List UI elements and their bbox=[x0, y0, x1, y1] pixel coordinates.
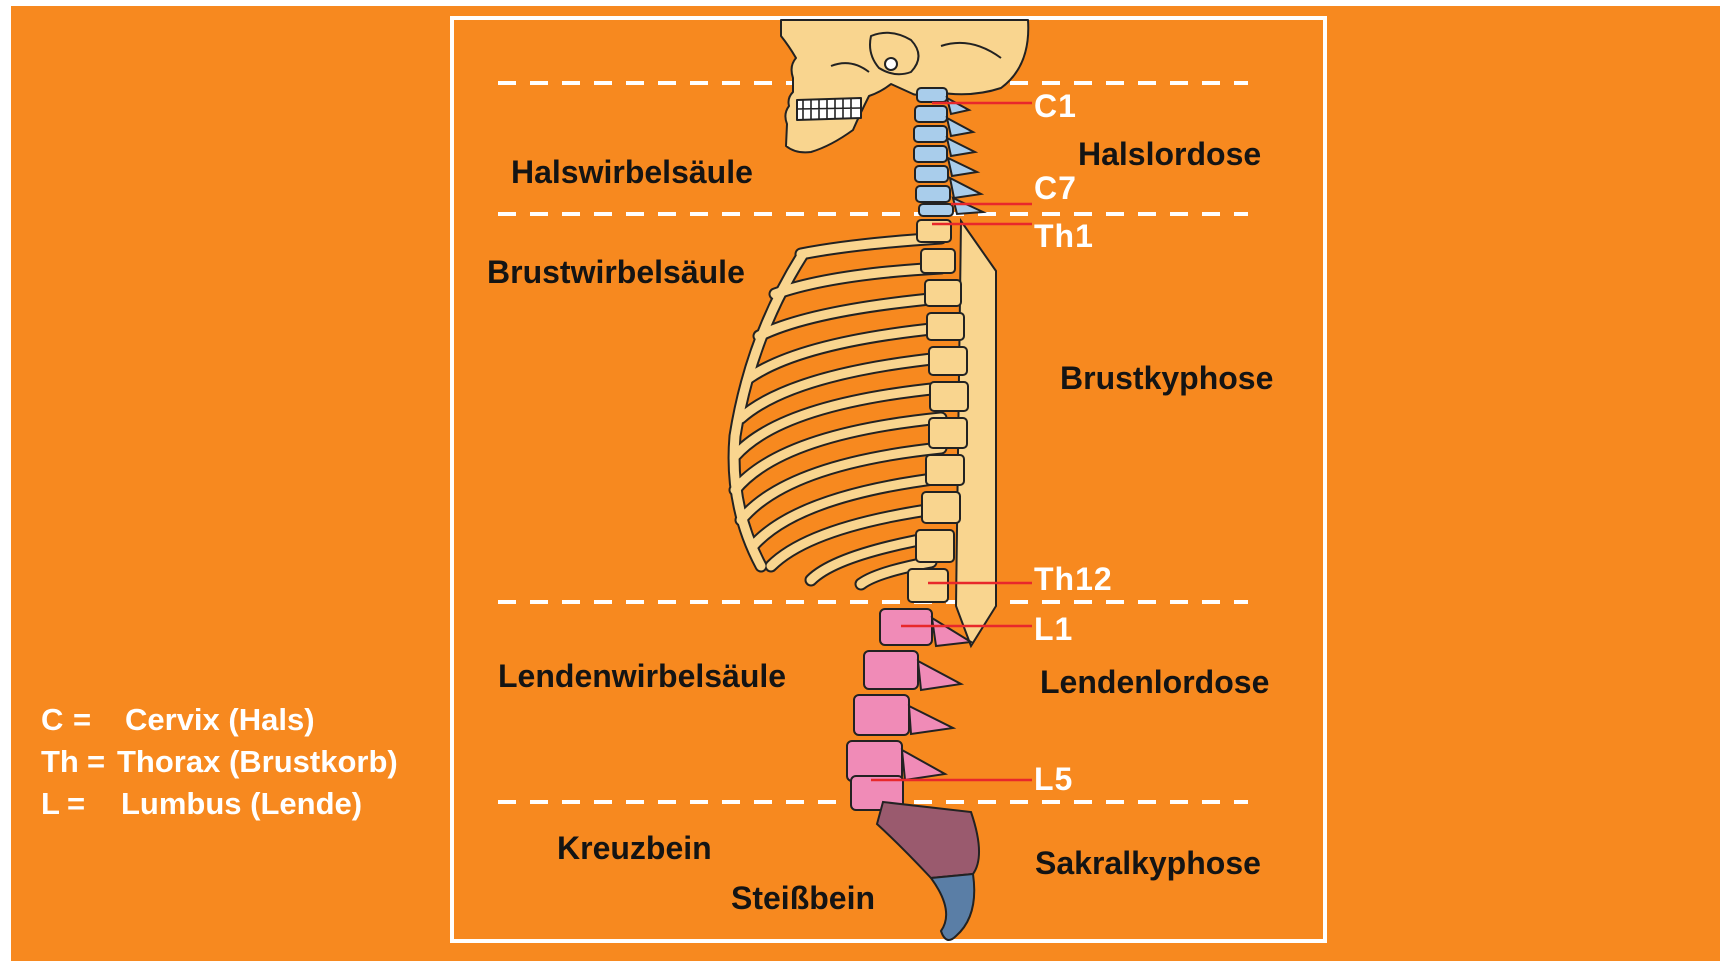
label-coccyx: Steißbein bbox=[731, 880, 875, 917]
legend-equals: = bbox=[87, 744, 117, 780]
legend-equals: = bbox=[67, 786, 107, 822]
rib-cage bbox=[734, 238, 941, 584]
legend-text: Lumbus (Lende) bbox=[121, 786, 362, 821]
label-th1: Th1 bbox=[1034, 218, 1094, 255]
sacrum bbox=[877, 802, 979, 878]
label-c1: C1 bbox=[1034, 88, 1077, 125]
label-sacral-kyphosis: Sakralkyphose bbox=[1035, 845, 1261, 882]
label-lumbar-spine: Lendenwirbelsäule bbox=[498, 658, 786, 695]
coccyx bbox=[931, 874, 974, 940]
label-thoracic-kyphosis: Brustkyphose bbox=[1060, 360, 1273, 397]
label-cervical-spine: Halswirbelsäule bbox=[511, 154, 753, 191]
cervical-vertebrae bbox=[914, 88, 983, 216]
slide-background: Halswirbelsäule Brustwirbelsäule Lendenw… bbox=[11, 6, 1720, 961]
legend: C=Cervix (Hals) Th=Thorax (Brustkorb) L=… bbox=[41, 702, 398, 822]
label-sacrum: Kreuzbein bbox=[557, 830, 712, 867]
label-th12: Th12 bbox=[1034, 561, 1113, 598]
label-l5: L5 bbox=[1034, 761, 1073, 798]
legend-row-lumbus: L=Lumbus (Lende) bbox=[41, 786, 398, 822]
label-c7: C7 bbox=[1034, 170, 1077, 207]
label-lumbar-lordosis: Lendenlordose bbox=[1040, 664, 1269, 701]
legend-equals: = bbox=[73, 702, 113, 738]
legend-row-cervix: C=Cervix (Hals) bbox=[41, 702, 398, 738]
legend-text: Cervix (Hals) bbox=[125, 702, 315, 737]
legend-row-thorax: Th=Thorax (Brustkorb) bbox=[41, 744, 398, 780]
label-l1: L1 bbox=[1034, 611, 1073, 648]
skull bbox=[781, 20, 1028, 152]
legend-text: Thorax (Brustkorb) bbox=[117, 744, 398, 779]
label-cervical-lordosis: Halslordose bbox=[1078, 136, 1261, 173]
label-thoracic-spine: Brustwirbelsäule bbox=[487, 254, 745, 291]
